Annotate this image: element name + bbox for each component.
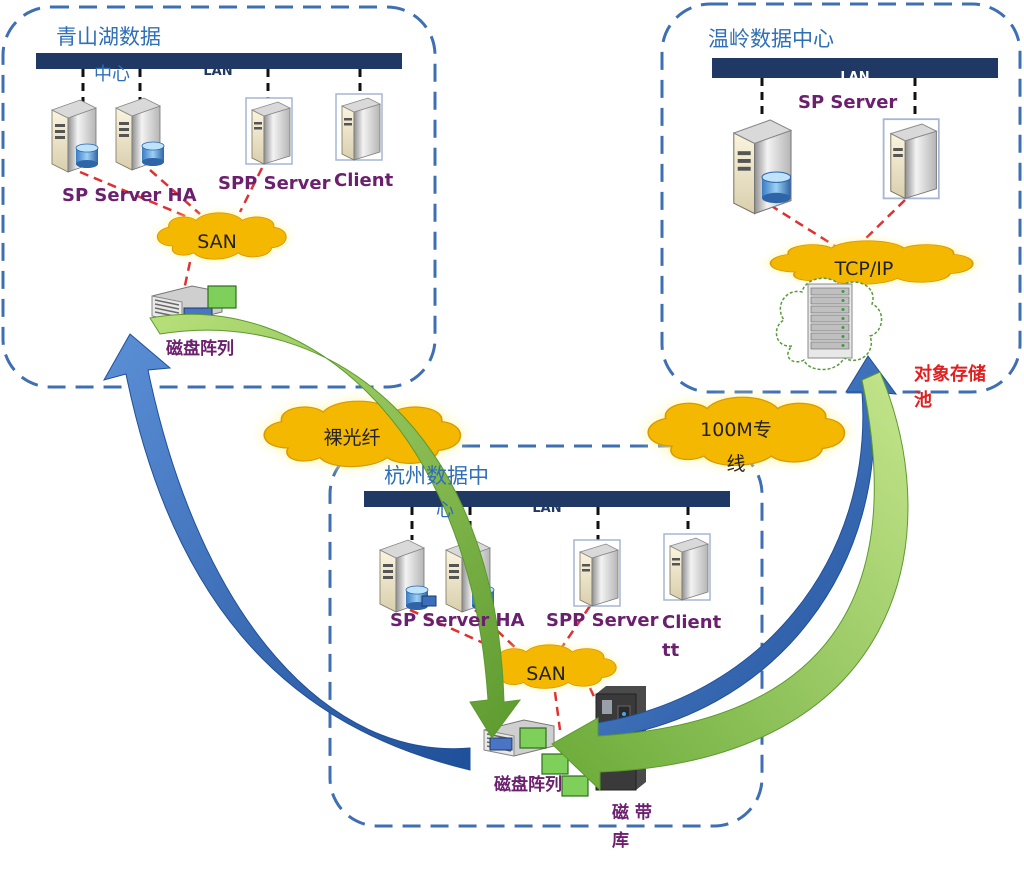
hangzhou-san-label: SAN: [526, 663, 566, 685]
blue-replication-arrow: [102, 333, 471, 771]
hangzhou-client-tt-label: tt: [662, 640, 680, 661]
qingshanhu-drop-lines: [81, 69, 362, 104]
qingshanhu-disk-array-label: 磁盘阵列: [166, 338, 234, 359]
green-replication-arrow: [149, 313, 522, 739]
dedicated-line-label-1: 100M专: [700, 419, 772, 441]
wenling-server-icon: [882, 118, 940, 200]
wenling-drop-lines: [760, 78, 917, 120]
wenling-sp-server-label: SP Server: [798, 92, 897, 113]
qingshanhu-spp-server-label: SPP Server: [218, 173, 331, 194]
hangzhou-client-label: Client: [662, 612, 722, 633]
qingshanhu-region: [1, 5, 437, 389]
wenling-region: [660, 2, 1022, 394]
qingshanhu-client-icon: [335, 93, 383, 161]
tcpip-label: TCP/IP: [834, 258, 894, 280]
green-restore-arrow: [551, 371, 909, 792]
qingshanhu-client-label: Client: [334, 170, 394, 191]
wenling-lan-label: LAN: [840, 70, 869, 85]
hangzhou-sp-server-1-icon: [379, 539, 437, 613]
wenling-links: [769, 199, 906, 250]
wenling-lan-bar: [712, 58, 998, 78]
hangzhou-spp-server-label: SPP Server: [546, 610, 659, 631]
tape-library-label-1: 磁 带: [612, 802, 652, 823]
hangzhou-title-cont: 心: [436, 500, 454, 521]
hangzhou-disk-array-label: 磁盘阵列: [494, 774, 562, 795]
qingshanhu-sp-server-1-icon: [51, 99, 99, 173]
object-pool-label-1: 对象存储: [914, 363, 986, 385]
hangzhou-sp-server-ha-label: SP Server HA: [390, 610, 525, 631]
object-storage-cloud-icon: [775, 277, 883, 371]
hangzhou-client-icon: [663, 533, 711, 601]
qingshanhu-san-label: SAN: [197, 231, 237, 253]
hangzhou-region: [328, 444, 764, 828]
object-pool-label-2: 池: [914, 389, 932, 411]
hangzhou-spp-server-icon: [573, 539, 621, 607]
hangzhou-disk-array-icon: [483, 719, 589, 797]
qingshanhu-san-links: [79, 167, 264, 291]
qingshanhu-title-cont: 中心: [94, 64, 130, 85]
qingshanhu-sp-server-ha-label: SP Server HA: [62, 185, 197, 206]
dedicated-line-label-2: 线: [726, 453, 745, 475]
wenling-sp-server-icon: [733, 119, 792, 215]
qingshanhu-lan-label: LAN: [203, 64, 232, 79]
wenling-title: 温岭数据中心: [708, 27, 834, 51]
qingshanhu-title: 青山湖数据: [56, 25, 161, 49]
fiber-label: 裸光纤: [323, 427, 380, 449]
qingshanhu-spp-server-icon: [245, 97, 293, 165]
hangzhou-title: 杭州数据中: [384, 464, 489, 488]
hangzhou-lan-label: LAN: [532, 501, 561, 516]
tape-library-label-2: 库: [612, 830, 629, 851]
qingshanhu-sp-server-2-icon: [115, 97, 165, 171]
qingshanhu-lan-bar: [36, 53, 402, 69]
